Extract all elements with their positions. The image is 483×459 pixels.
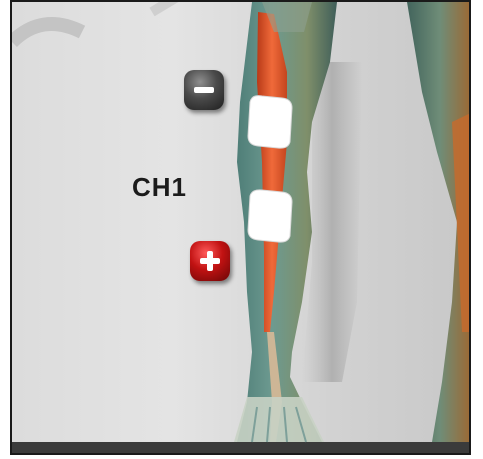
background-arc-2 <box>152 2 177 12</box>
electrode-pad-lower <box>248 190 292 242</box>
floor <box>12 442 471 455</box>
minus-icon <box>184 70 224 110</box>
channel-label: CH1 <box>132 172 187 203</box>
positive-electrode-button[interactable] <box>190 241 230 281</box>
plus-icon <box>190 241 230 281</box>
illustration-frame: CH1 <box>10 0 471 455</box>
electrode-pad-upper <box>248 96 292 149</box>
background-arc <box>12 24 82 42</box>
negative-electrode-button[interactable] <box>184 70 224 110</box>
leg-illustration <box>12 2 471 455</box>
foot <box>234 397 324 442</box>
